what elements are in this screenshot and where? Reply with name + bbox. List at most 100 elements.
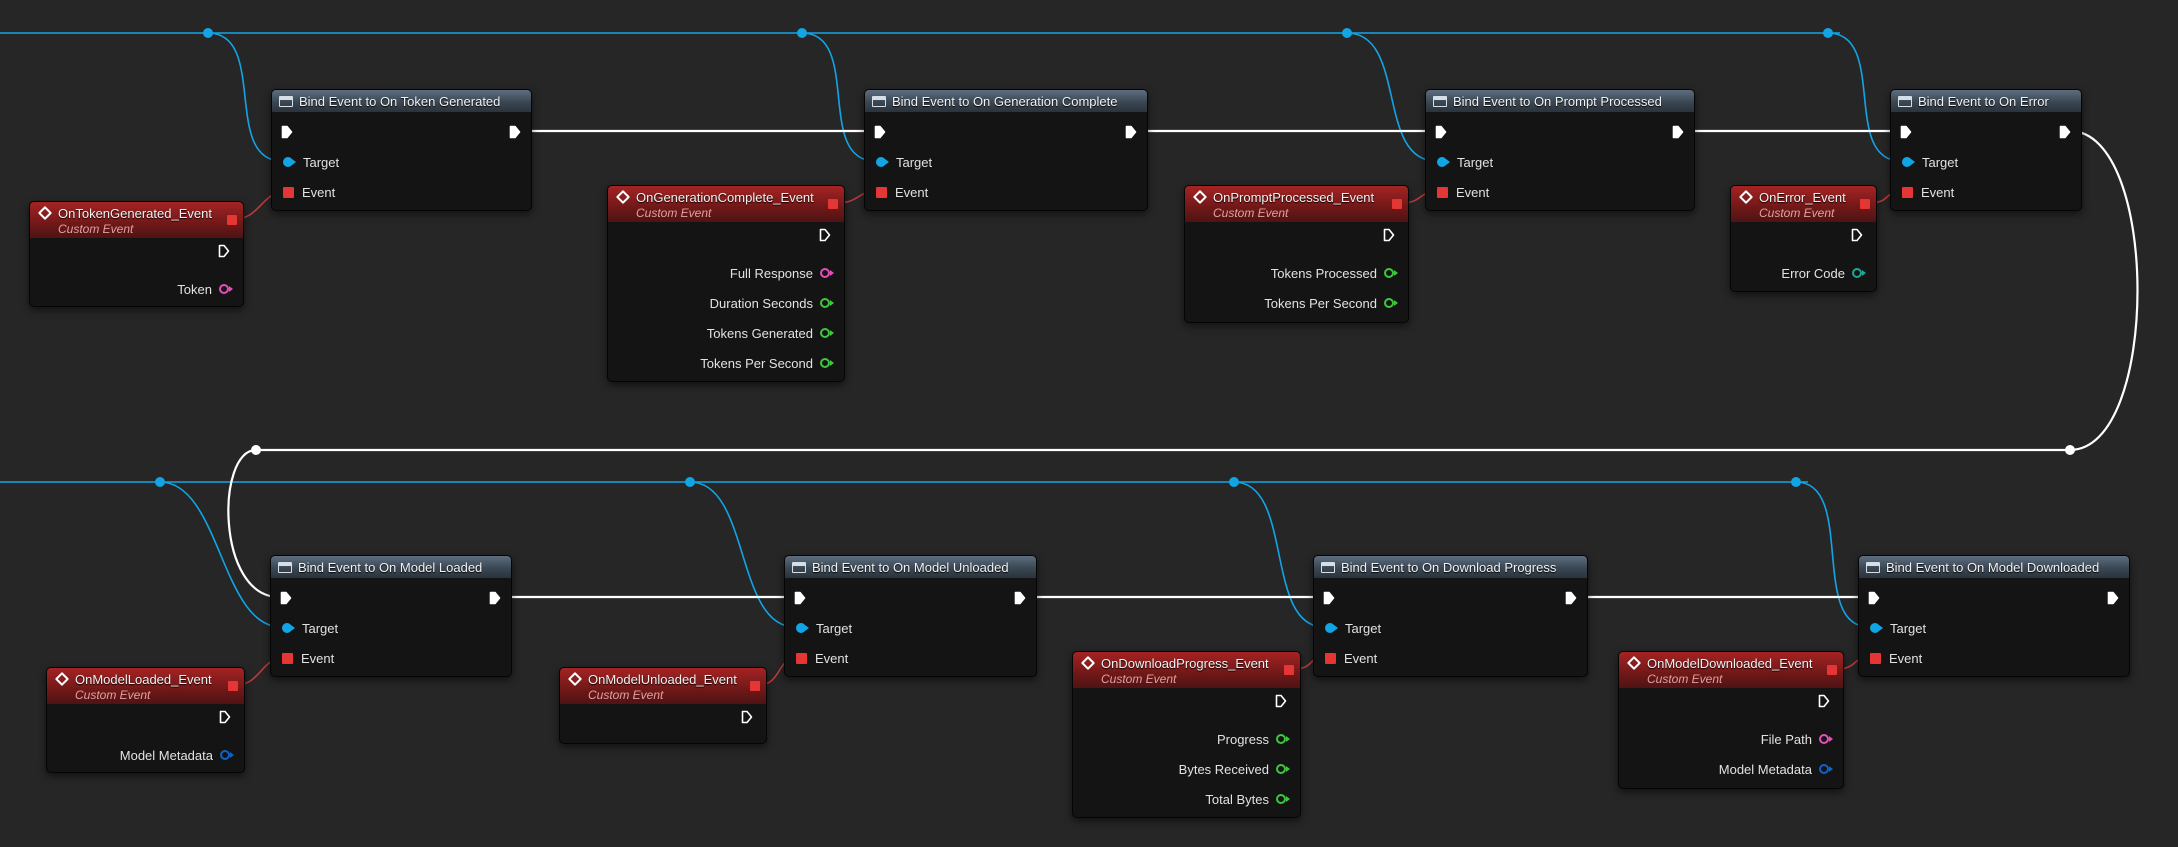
node-header[interactable]: Bind Event to On Model Loaded: [271, 556, 511, 578]
exec-out-pin[interactable]: [1014, 591, 1026, 605]
exec-out-pin[interactable]: [219, 710, 231, 724]
event-delegate-pin[interactable]: [1902, 186, 1913, 198]
exec-out-pin[interactable]: [1851, 228, 1863, 242]
target-pin[interactable]: [1437, 157, 1450, 167]
delegate-output-pin[interactable]: [1827, 665, 1837, 675]
node-header[interactable]: Bind Event to On Model Unloaded: [785, 556, 1036, 578]
struct-output-pin[interactable]: [1819, 764, 1833, 774]
target-pin[interactable]: [1902, 157, 1915, 167]
exec-out-pin[interactable]: [2107, 591, 2119, 605]
exec-out-pin[interactable]: [1125, 125, 1137, 139]
delegate-output-pin[interactable]: [828, 199, 838, 209]
exec-in-pin[interactable]: [1900, 125, 1912, 139]
reroute-node[interactable]: [155, 477, 165, 487]
target-pin[interactable]: [1870, 623, 1883, 633]
exec-in-pin[interactable]: [280, 591, 292, 605]
float-output-pin[interactable]: [1384, 298, 1398, 308]
target-pin[interactable]: [282, 623, 295, 633]
exec-out-pin[interactable]: [819, 228, 831, 242]
exec-out-pin[interactable]: [1565, 591, 1577, 605]
reroute-node[interactable]: [251, 445, 261, 455]
target-pin[interactable]: [796, 623, 809, 633]
target-pin[interactable]: [283, 157, 296, 167]
reroute-node[interactable]: [1342, 28, 1352, 38]
struct-output-pin[interactable]: [220, 750, 234, 760]
exec-in-pin[interactable]: [1435, 125, 1447, 139]
delegate-output-pin[interactable]: [227, 215, 237, 225]
exec-in-pin[interactable]: [874, 125, 886, 139]
reroute-node[interactable]: [203, 28, 213, 38]
exec-out-pin[interactable]: [1672, 125, 1684, 139]
event-delegate-pin[interactable]: [282, 652, 293, 664]
event-delegate-pin[interactable]: [876, 186, 887, 198]
target-pin[interactable]: [1325, 623, 1338, 633]
int-output-pin[interactable]: [1852, 268, 1866, 278]
reroute-node[interactable]: [2065, 445, 2075, 455]
event-delegate-pin[interactable]: [1325, 652, 1336, 664]
delegate-output-pin[interactable]: [750, 681, 760, 691]
node-header[interactable]: Bind Event to On Model Downloaded: [1859, 556, 2129, 578]
target-pin[interactable]: [876, 157, 889, 167]
exec-in-pin[interactable]: [281, 125, 293, 139]
node-header[interactable]: Bind Event to On Generation Complete: [865, 90, 1147, 112]
reroute-node[interactable]: [1229, 477, 1239, 487]
event-delegate-pin[interactable]: [796, 652, 807, 664]
node-header[interactable]: Bind Event to On Prompt Processed: [1426, 90, 1694, 112]
exec-out-pin[interactable]: [1275, 694, 1287, 708]
node-header[interactable]: Bind Event to On Error: [1891, 90, 2081, 112]
reroute-node[interactable]: [1823, 28, 1833, 38]
reroute-node[interactable]: [797, 28, 807, 38]
reroute-node[interactable]: [685, 477, 695, 487]
exec-out-pin[interactable]: [1818, 694, 1830, 708]
node-header[interactable]: Bind Event to On Download Progress: [1314, 556, 1587, 578]
node-header[interactable]: Bind Event to On Token Generated: [272, 90, 531, 112]
event-delegate-pin[interactable]: [1870, 652, 1881, 664]
float-output-pin[interactable]: [1276, 764, 1290, 774]
string-output-pin[interactable]: [1819, 734, 1833, 744]
exec-out-pin[interactable]: [2059, 125, 2071, 139]
float-output-pin[interactable]: [820, 358, 834, 368]
float-output-pin[interactable]: [1276, 734, 1290, 744]
delegate-output-pin[interactable]: [228, 681, 238, 691]
event-delegate-pin[interactable]: [283, 186, 294, 198]
exec-out-pin[interactable]: [489, 591, 501, 605]
float-output-pin[interactable]: [1276, 794, 1290, 804]
string-output-pin[interactable]: [219, 284, 233, 294]
exec-out-pin[interactable]: [741, 710, 753, 724]
delegate-output-pin[interactable]: [1284, 665, 1294, 675]
delegate-output-pin[interactable]: [1860, 199, 1870, 209]
string-output-pin[interactable]: [820, 268, 834, 278]
exec-out-pin[interactable]: [509, 125, 521, 139]
float-output-pin[interactable]: [820, 328, 834, 338]
exec-in-pin[interactable]: [1868, 591, 1880, 605]
reroute-node[interactable]: [1791, 477, 1801, 487]
float-output-pin[interactable]: [820, 298, 834, 308]
exec-in-pin[interactable]: [1323, 591, 1335, 605]
exec-in-pin[interactable]: [794, 591, 806, 605]
float-output-pin[interactable]: [1384, 268, 1398, 278]
